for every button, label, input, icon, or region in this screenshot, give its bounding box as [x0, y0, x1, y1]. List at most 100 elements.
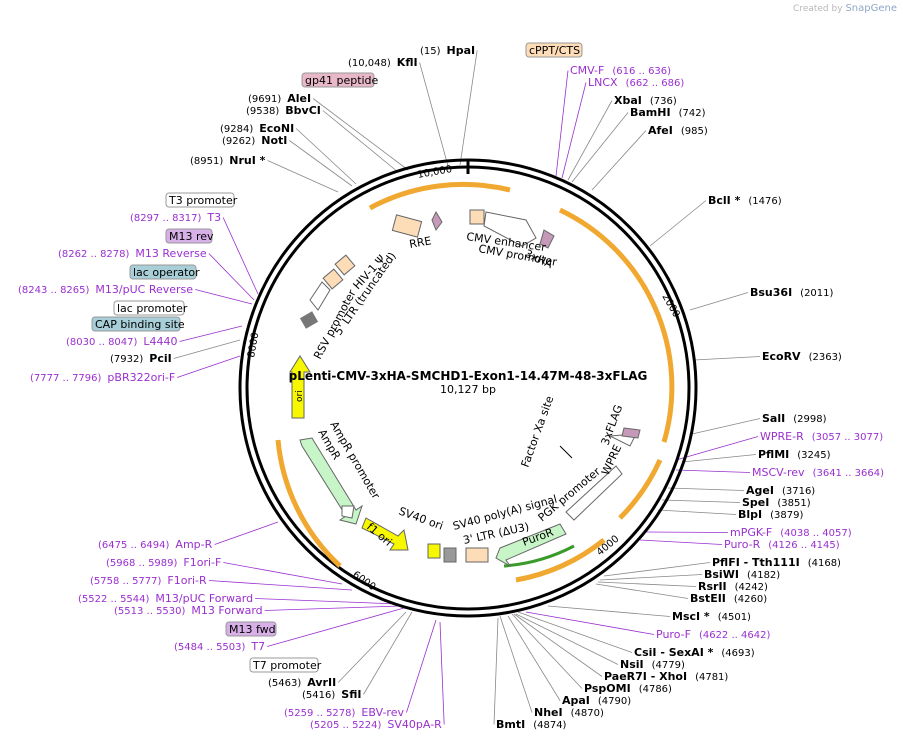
site-pos-BclI: (1476) [748, 196, 781, 207]
backbone-arc [275, 439, 342, 568]
tick-8000: 8000 [246, 332, 261, 359]
3xflag-box [621, 427, 641, 439]
lac-operator-label: lac operator [133, 266, 200, 279]
leader-EcoRV [693, 356, 761, 361]
site-label-AgeI: AgeI(3716) [746, 484, 815, 497]
site-label-L4440: (8030 .. 8047)L4440 [66, 335, 178, 348]
site-name-M13pUCFwd: M13/pUC Forward [155, 592, 253, 605]
site-name-BlpI: BlpI [738, 508, 762, 521]
site-name-NsiI: NsiI [620, 658, 644, 671]
leader-M13Reverse [208, 253, 255, 301]
leader-BmtI [493, 617, 499, 725]
leader-CsiI [517, 611, 633, 653]
sv40-ori-label: SV40 ori [397, 505, 445, 533]
site-name-ApaI: ApaI [562, 694, 590, 707]
cppt-label: cPPT/CTS [529, 44, 580, 57]
leader-PspOMI [511, 613, 583, 689]
tick-2000: 2000 [659, 292, 681, 320]
site-label-MscI: MscI *(4501) [672, 610, 751, 623]
site-label-BmtI: BmtI(4874) [496, 718, 567, 731]
3ltr-box [465, 547, 489, 563]
site-name-CMVF: CMV-F [570, 64, 604, 77]
site-pos-ApaI: (4790) [598, 696, 631, 707]
site-label-AfeI: AfeI(985) [648, 124, 708, 137]
site-pos-HpaI: (15) [420, 46, 441, 57]
site-pos-AleI: (9691) [248, 94, 281, 105]
leader-SV40pAR [439, 621, 445, 725]
sv40-polya-box [443, 547, 457, 563]
hiv-psi-box [334, 254, 356, 276]
leader-NruI [267, 160, 339, 193]
m13-fwd-label: M13 fwd [229, 623, 276, 636]
leader-PciI [173, 339, 241, 359]
site-label-M13pUCFwd: (5522 .. 5544) M13/pUC Forward [78, 592, 253, 605]
site-name-AgeI: AgeI [746, 484, 774, 497]
f1-ori-arrow [361, 517, 409, 551]
site-name-PaeR7I: PaeR7I - XhoI [604, 670, 687, 683]
f1-ori-label: f1 ori [364, 520, 394, 548]
site-pos-SfiI: (5416) [302, 690, 335, 701]
leader-pBR322oriF [177, 355, 241, 378]
m13-fwd-box [225, 621, 277, 637]
site-label-T7: (5484 .. 5503)T7 [174, 640, 265, 653]
site-pos-EcoRV: (2363) [809, 352, 842, 363]
t7-promoter-box [249, 657, 319, 673]
site-pos-PuroF: (4622 .. 4642) [699, 630, 771, 641]
leader-F1oriF [223, 562, 343, 585]
site-name-MSCVrev: MSCV-rev [752, 466, 805, 479]
site-name-PflMI: PflMI [758, 448, 789, 461]
site-label-BsiWI: BsiWI(4182) [704, 568, 780, 581]
ampr-promoter-box [341, 505, 355, 519]
rsv-dark-box [299, 311, 319, 329]
leader-NheI [499, 615, 533, 713]
site-label-pBR322oriF: (7777 .. 7796)pBR322ori-F [30, 371, 175, 384]
sv40-ori-box [427, 543, 441, 559]
site-label-NruI: (8951)NruI * [190, 154, 266, 167]
leader-KflI [419, 62, 449, 167]
cap-site-box [91, 316, 181, 332]
site-label-BbvCI: (9538)BbvCI [246, 104, 321, 117]
gp41-box [301, 72, 375, 88]
site-pos-BstEII: (4260) [734, 594, 767, 605]
site-name-MscI: MscI * [672, 610, 710, 623]
leader-SalI [691, 418, 761, 435]
site-pos-PflFI: (4168) [808, 558, 841, 569]
site-label-PflFI: PflFI - Tth111I(4168) [712, 556, 841, 569]
leader-PaeR7I [513, 613, 603, 677]
leader-BlpI [657, 509, 737, 515]
3xha-box [539, 229, 555, 249]
lac-operator-box [129, 264, 197, 280]
site-label-PspOMI: PspOMI(4786) [584, 682, 672, 695]
leader-F1oriR [208, 580, 353, 591]
gp41-label: gp41 peptide [305, 74, 379, 87]
snapgene-credit: Created by SnapGene [793, 3, 897, 14]
site-name-WPRER: WPRE-R [760, 430, 804, 443]
site-name-AleI: AleI [287, 92, 311, 105]
cmv-arc [368, 181, 511, 211]
site-label-Bsu36I: Bsu36I(2011) [750, 286, 834, 299]
site-pos-NotI: (9262) [222, 136, 255, 147]
site-name-BbvCI: BbvCI [285, 104, 321, 117]
site-pos-LNCX: (662 .. 686) [626, 78, 685, 89]
site-pos-M13pUCFwd: (5522 .. 5544) [78, 594, 150, 605]
insert-arc-2 [618, 458, 663, 520]
site-name-BamHI: BamHI [630, 106, 671, 119]
site-label-CsiI: CsiI - SexAI *(4693) [634, 646, 755, 659]
site-label-XbaI: XbaI(736) [614, 94, 677, 107]
site-pos-Bsu36I: (2011) [800, 288, 833, 299]
credit-brand: SnapGene [845, 3, 897, 14]
leader-PflMI [681, 454, 757, 463]
credit-prefix: Created by [793, 4, 843, 14]
site-pos-PaeR7I: (4781) [695, 672, 728, 683]
leader-NsiI [515, 613, 619, 665]
site-labels: (15)HpaI(10,048)KflI(9691)AleI(9538)BbvC… [18, 44, 884, 731]
insert-arc-1 [558, 207, 675, 443]
site-name-L4440: L4440 [143, 335, 177, 348]
site-name-EcoRV: EcoRV [762, 350, 801, 363]
site-name-NruI: NruI * [229, 154, 265, 167]
site-pos-M13pUCRev: (8243 .. 8265) [18, 285, 90, 296]
site-pos-WPRER: (3057 .. 3077) [812, 432, 884, 443]
cppt-box [525, 42, 583, 58]
leader-SpeI [661, 499, 741, 503]
site-name-PuroR: Puro-R [724, 538, 761, 551]
